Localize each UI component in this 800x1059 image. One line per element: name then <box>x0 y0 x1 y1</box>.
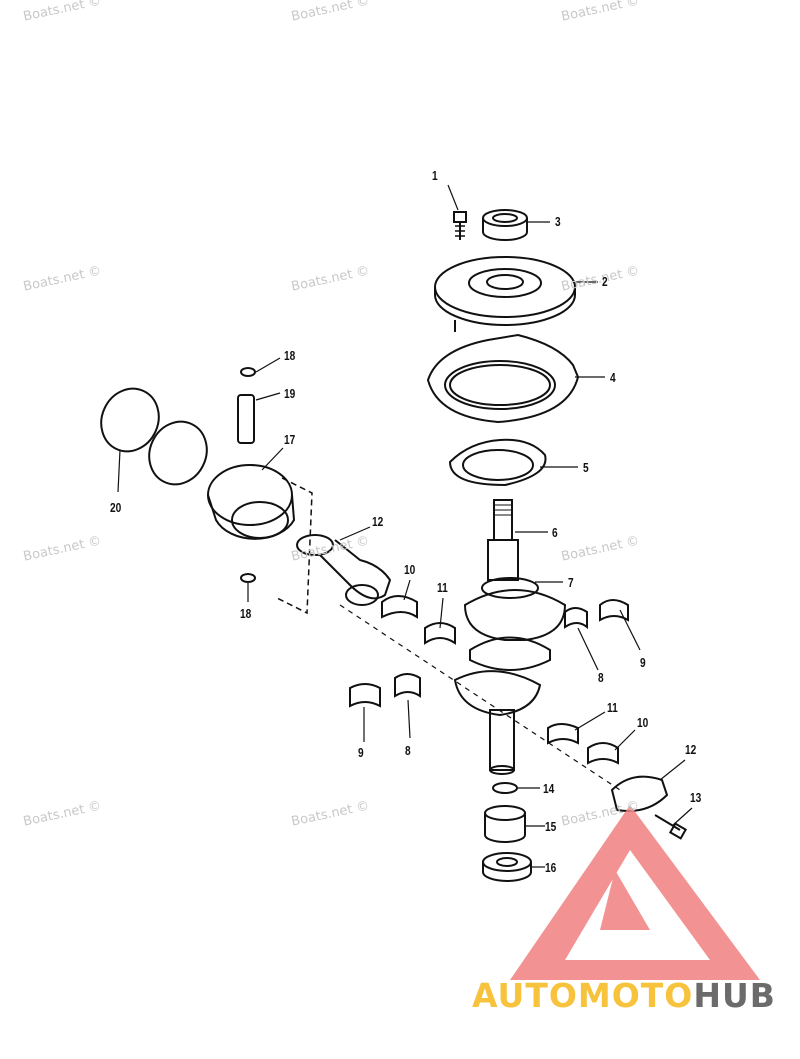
part-8-needle-bearing-lower <box>394 673 421 698</box>
part-3-seal <box>482 209 528 241</box>
callout-1: 1 <box>432 168 438 183</box>
callout-14: 14 <box>543 781 555 796</box>
callout-7: 7 <box>568 575 574 590</box>
callout-4: 4 <box>610 370 616 385</box>
part-10-bearing-half-lower <box>587 742 619 765</box>
callout-18: 18 <box>240 606 252 621</box>
callout-2: 2 <box>602 274 608 289</box>
callout-9: 9 <box>640 655 646 670</box>
part-9-bearing-half <box>599 599 629 622</box>
callout-8: 8 <box>598 670 604 685</box>
part-6-7-crankshaft <box>453 499 567 775</box>
part-14-retaining-ring <box>492 782 518 794</box>
part-10-bearing-half <box>381 595 418 619</box>
callout-13: 13 <box>690 790 702 805</box>
part-4-housing <box>426 333 580 424</box>
callout-15: 15 <box>545 819 557 834</box>
part-13-cap-bolt <box>654 814 688 840</box>
part-9-bearing-half-lower <box>349 683 381 708</box>
brand-part-2: HUB <box>693 976 776 1015</box>
part-16-seal <box>482 852 532 882</box>
callout-12: 12 <box>685 742 697 757</box>
part-11-needle-bearing-lower <box>547 723 579 745</box>
part-11-needle-bearing <box>424 622 456 645</box>
part-8-needle-bearing <box>564 607 588 630</box>
brand-part-1: AUTOMOTO <box>472 976 694 1015</box>
part-1-bolt <box>453 211 467 240</box>
callout-17: 17 <box>284 432 296 447</box>
brand-wordmark: AUTOMOTOHUB <box>472 976 776 1015</box>
part-19-wrist-pin <box>237 394 255 444</box>
callout-19: 19 <box>284 386 296 401</box>
part-12-connecting-rod <box>296 534 392 606</box>
callout-9: 9 <box>358 745 364 760</box>
part-15-bearing <box>484 805 526 843</box>
part-17-piston <box>207 464 313 615</box>
callout-3: 3 <box>555 214 561 229</box>
callout-18: 18 <box>284 348 296 363</box>
part-5-gasket <box>448 438 547 487</box>
callout-8: 8 <box>405 743 411 758</box>
callout-11: 11 <box>437 580 448 595</box>
callout-16: 16 <box>545 860 557 875</box>
callout-11: 11 <box>607 700 618 715</box>
callout-12: 12 <box>372 514 384 529</box>
automotohub-logo-mark <box>510 805 760 980</box>
callout-10: 10 <box>404 562 416 577</box>
part-2-end-cap <box>434 256 576 332</box>
callout-20: 20 <box>110 500 122 515</box>
part-18-clip-top <box>240 367 256 377</box>
callout-5: 5 <box>583 460 589 475</box>
part-18-clip-bottom <box>240 573 256 583</box>
part-20-piston-rings <box>100 387 208 486</box>
callout-10: 10 <box>637 715 649 730</box>
callout-6: 6 <box>552 525 558 540</box>
